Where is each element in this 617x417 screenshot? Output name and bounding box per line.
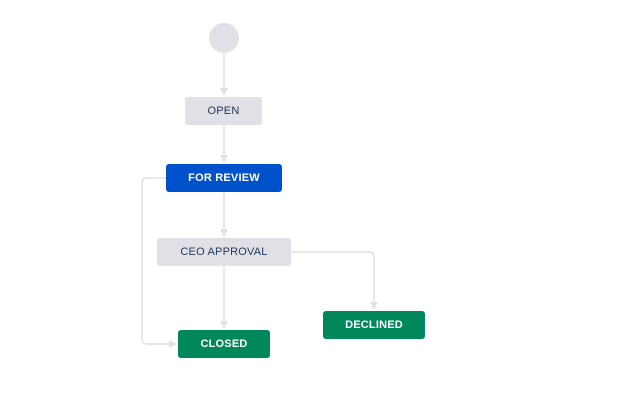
status-open-label: OPEN	[207, 105, 240, 117]
status-declined-label: DECLINED	[345, 319, 403, 331]
start-circle-icon	[209, 23, 239, 53]
status-closed-label: CLOSED	[200, 338, 248, 350]
status-ceo-approval-label: CEO APPROVAL	[180, 246, 268, 258]
status-for-review-label: FOR REVIEW	[188, 172, 260, 184]
status-ceo-approval[interactable]: CEO APPROVAL	[157, 238, 291, 266]
status-declined[interactable]: DECLINED	[323, 311, 425, 339]
transition-ceo-approval-to-declined	[291, 251, 378, 310]
status-for-review[interactable]: FOR REVIEW	[166, 164, 282, 192]
status-closed[interactable]: CLOSED	[178, 330, 270, 358]
status-open[interactable]: OPEN	[185, 97, 262, 125]
transition-for-review-to-closed	[141, 177, 177, 348]
